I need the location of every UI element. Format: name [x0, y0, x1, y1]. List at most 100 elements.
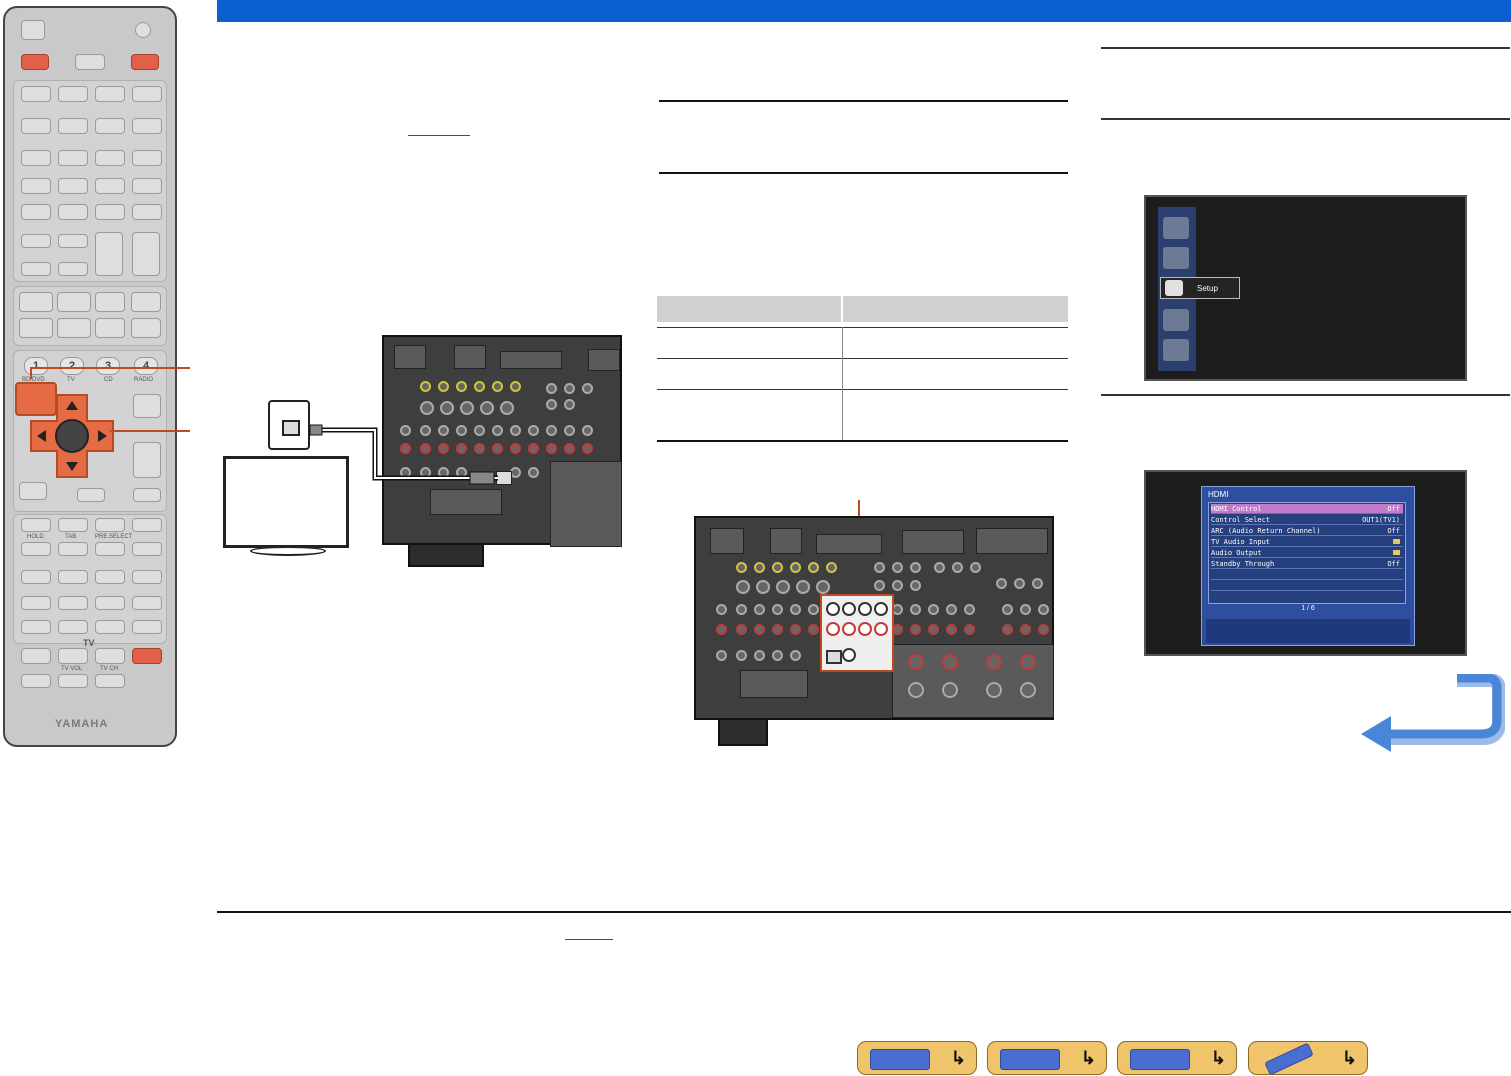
page-link[interactable] [408, 135, 470, 136]
jack [946, 604, 957, 615]
remote-key [21, 262, 51, 276]
remote-power-button-2 [131, 54, 159, 70]
jack [400, 443, 411, 454]
keyboard-panel-icon [1130, 1049, 1190, 1070]
remote-label-tv-section: TV [83, 638, 95, 648]
jack [816, 580, 830, 594]
table-bottom-rule [657, 440, 1068, 442]
jack [736, 650, 747, 661]
remote-key [95, 292, 125, 312]
remote-source-button [21, 20, 45, 40]
remote-tv-power [132, 648, 162, 664]
remote-key [132, 86, 162, 102]
tv-optical-output-callout [268, 400, 310, 450]
osd-row-label: Audio Output [1211, 549, 1262, 557]
jack [808, 604, 819, 615]
osd-row-standby-through: Standby Through Off [1211, 559, 1403, 569]
osd-footer-icons [1206, 619, 1410, 643]
speaker-terminal [908, 654, 924, 670]
jack [754, 604, 765, 615]
return-arrow-icon[interactable] [1357, 674, 1505, 756]
jack [910, 624, 921, 635]
remote-key [58, 234, 88, 248]
remote-key [21, 518, 51, 532]
jack [510, 425, 521, 436]
remote-key [19, 482, 47, 500]
jack [420, 443, 431, 454]
remote-label-tv: TV [67, 377, 75, 383]
optical-cable [309, 424, 498, 485]
jack [874, 622, 888, 636]
antenna-block [902, 530, 964, 554]
tv-stand [250, 546, 326, 556]
header-banner [217, 0, 1511, 22]
footer-page-link[interactable] [565, 939, 613, 940]
remote-key [77, 488, 105, 502]
jack [510, 381, 521, 392]
jack [528, 443, 539, 454]
highlighted-audio-inputs [820, 594, 894, 672]
jack [826, 602, 840, 616]
remote-key [57, 292, 91, 312]
remote-pause-key [95, 518, 125, 532]
jack [716, 624, 727, 635]
osd-row-label: TV Audio Input [1211, 538, 1271, 546]
jack [754, 624, 765, 635]
jack [528, 425, 539, 436]
remote-key [21, 86, 51, 102]
jump-arrow-icon: ↳ [1341, 1048, 1357, 1068]
input-icon [1163, 217, 1189, 239]
jack [1002, 624, 1013, 635]
receiver-rear-panel-1 [382, 335, 622, 547]
jack [1014, 578, 1025, 589]
remote-key [132, 570, 162, 584]
jack [438, 425, 449, 436]
jump-arrow-icon: ↳ [950, 1048, 966, 1068]
osd-hdmi-title: HDMI [1208, 490, 1229, 499]
jack [736, 580, 750, 594]
osd-row-label: HDMI Control [1211, 505, 1262, 513]
section-divider [1101, 47, 1510, 49]
signal-info-icon [1163, 339, 1189, 361]
jack [826, 562, 837, 573]
jack [474, 381, 485, 392]
remote-key [58, 150, 88, 166]
remote-label-tab: TAB [65, 534, 77, 540]
jack [754, 650, 765, 661]
jack [996, 578, 1007, 589]
nav-front-panel-button[interactable]: ↳ [857, 1041, 977, 1075]
jack [790, 650, 801, 661]
jack [928, 604, 939, 615]
remote-standby-button [75, 54, 105, 70]
remote-key [131, 318, 161, 338]
section-divider [659, 100, 1068, 102]
osd-row-tv-audio-input: TV Audio Input [1211, 537, 1403, 547]
optical-output-port-icon [282, 420, 300, 436]
jack [790, 604, 801, 615]
nav-front-display-button[interactable]: ↳ [1117, 1041, 1237, 1075]
remote-label-cd: CD [104, 377, 113, 383]
jump-arrow-icon: ↳ [1210, 1048, 1226, 1068]
jack [892, 562, 903, 573]
rs232-block [740, 670, 808, 698]
remote-input-key-4: 4 [134, 357, 158, 375]
folder-icon [1393, 539, 1400, 544]
nav-remote-button[interactable]: ↳ [1248, 1041, 1368, 1076]
nav-rear-panel-button[interactable]: ↳ [987, 1041, 1107, 1075]
osd-row-empty [1211, 581, 1403, 591]
cursor-key-leader-line [110, 430, 190, 432]
jack [772, 650, 783, 661]
remote-key [132, 596, 162, 610]
remote-volume-up [133, 394, 161, 418]
jack [500, 401, 514, 415]
osd-row-value: Off [1387, 527, 1400, 535]
osd-row-audio-output: Audio Output [1211, 548, 1403, 558]
jack [772, 624, 783, 635]
remote-stop-key [58, 518, 88, 532]
remote-key [21, 178, 51, 194]
jack [1020, 624, 1031, 635]
table-header-cell [657, 296, 841, 322]
jack [874, 562, 885, 573]
remote-key [132, 542, 162, 556]
remote-key [132, 620, 162, 634]
